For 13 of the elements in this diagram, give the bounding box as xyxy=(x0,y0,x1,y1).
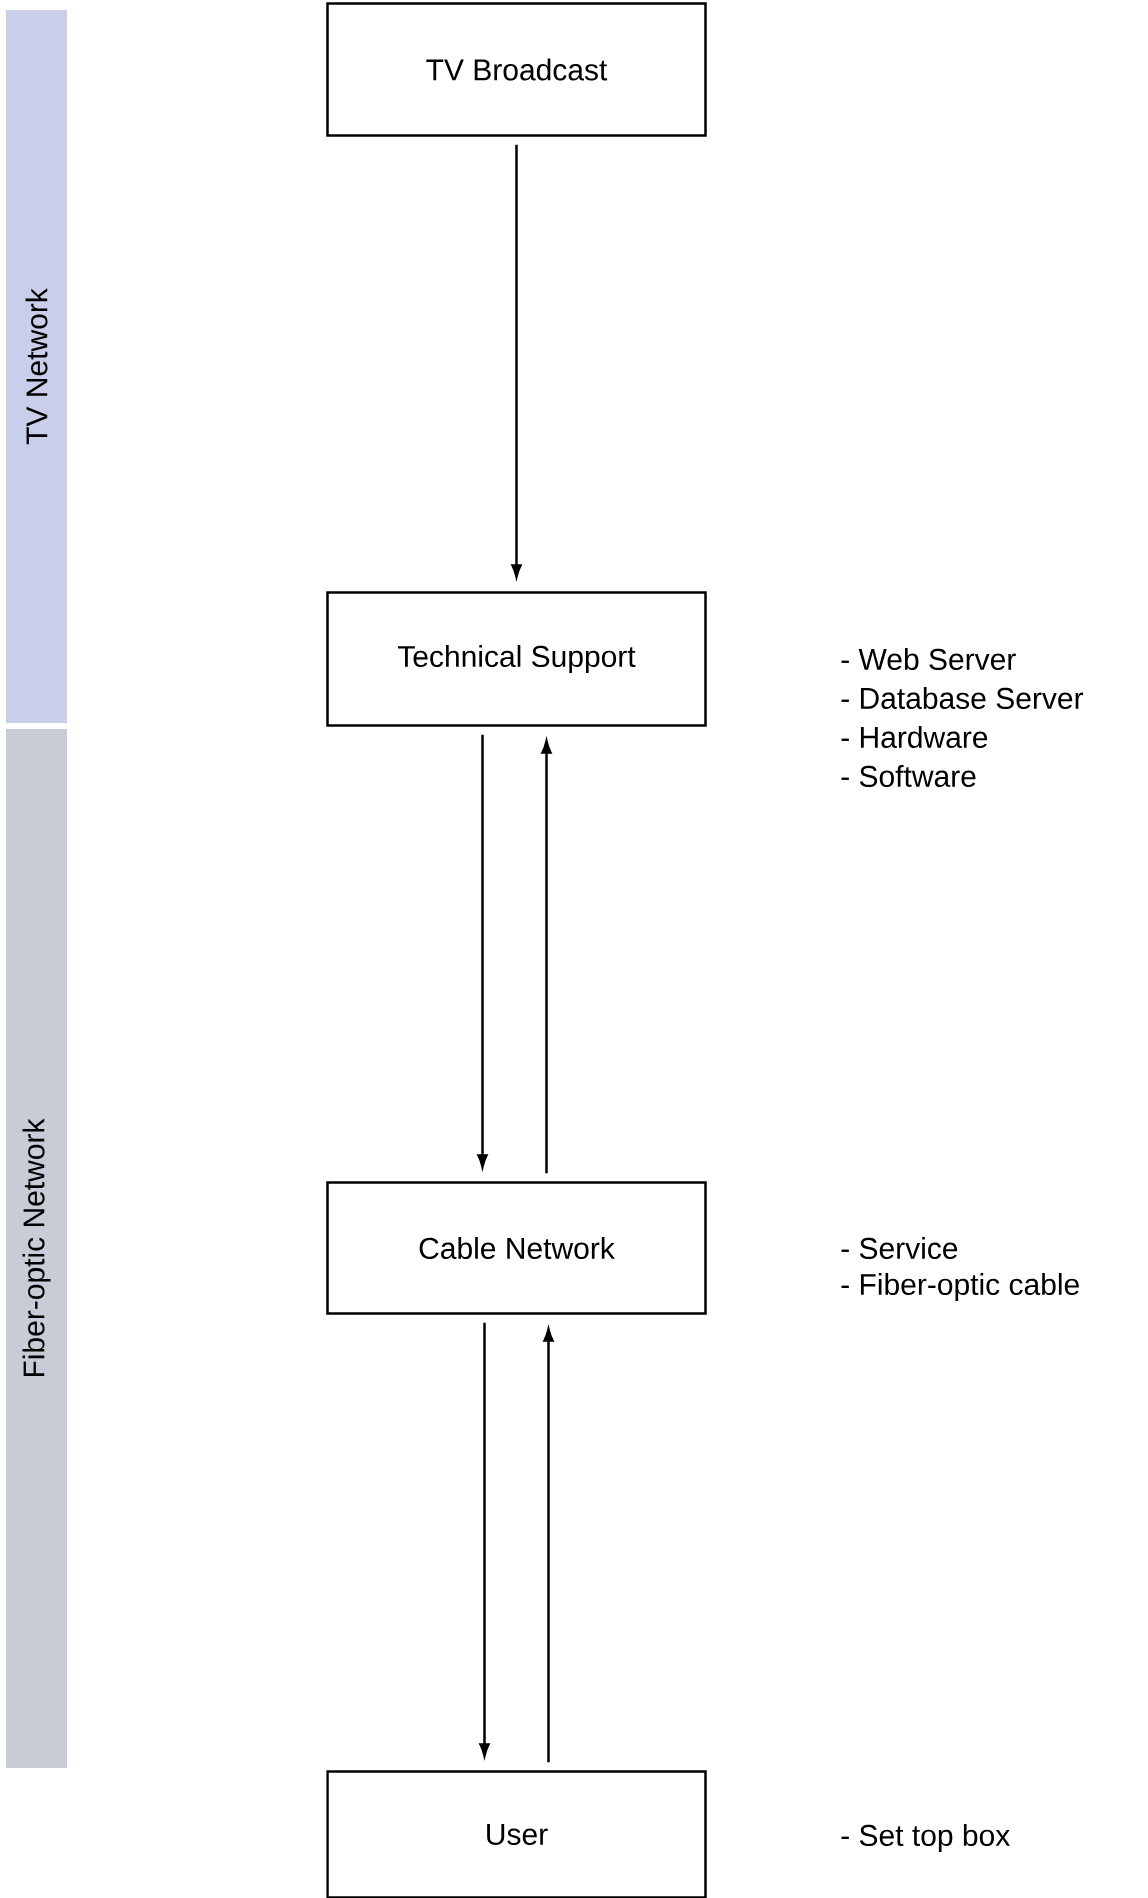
process-box: Technical Support xyxy=(326,591,707,727)
process-box: Cable Network xyxy=(326,1181,707,1315)
list-item: - Set top box xyxy=(841,1824,1010,1852)
list-item: - Fiber-optic cable xyxy=(841,1273,1079,1301)
list-item: - Software xyxy=(841,765,976,787)
process-box: TV Broadcast xyxy=(326,2,707,137)
process-box: User xyxy=(326,1770,707,1898)
list-item: - Web Server xyxy=(841,648,1016,671)
list-item: - Database Server xyxy=(841,687,1084,710)
side-band: TV Network xyxy=(6,10,67,723)
side-band: Fiber-optic Network xyxy=(6,729,67,1768)
list-item: - Hardware xyxy=(841,726,988,749)
list-item: - Service xyxy=(841,1237,958,1260)
